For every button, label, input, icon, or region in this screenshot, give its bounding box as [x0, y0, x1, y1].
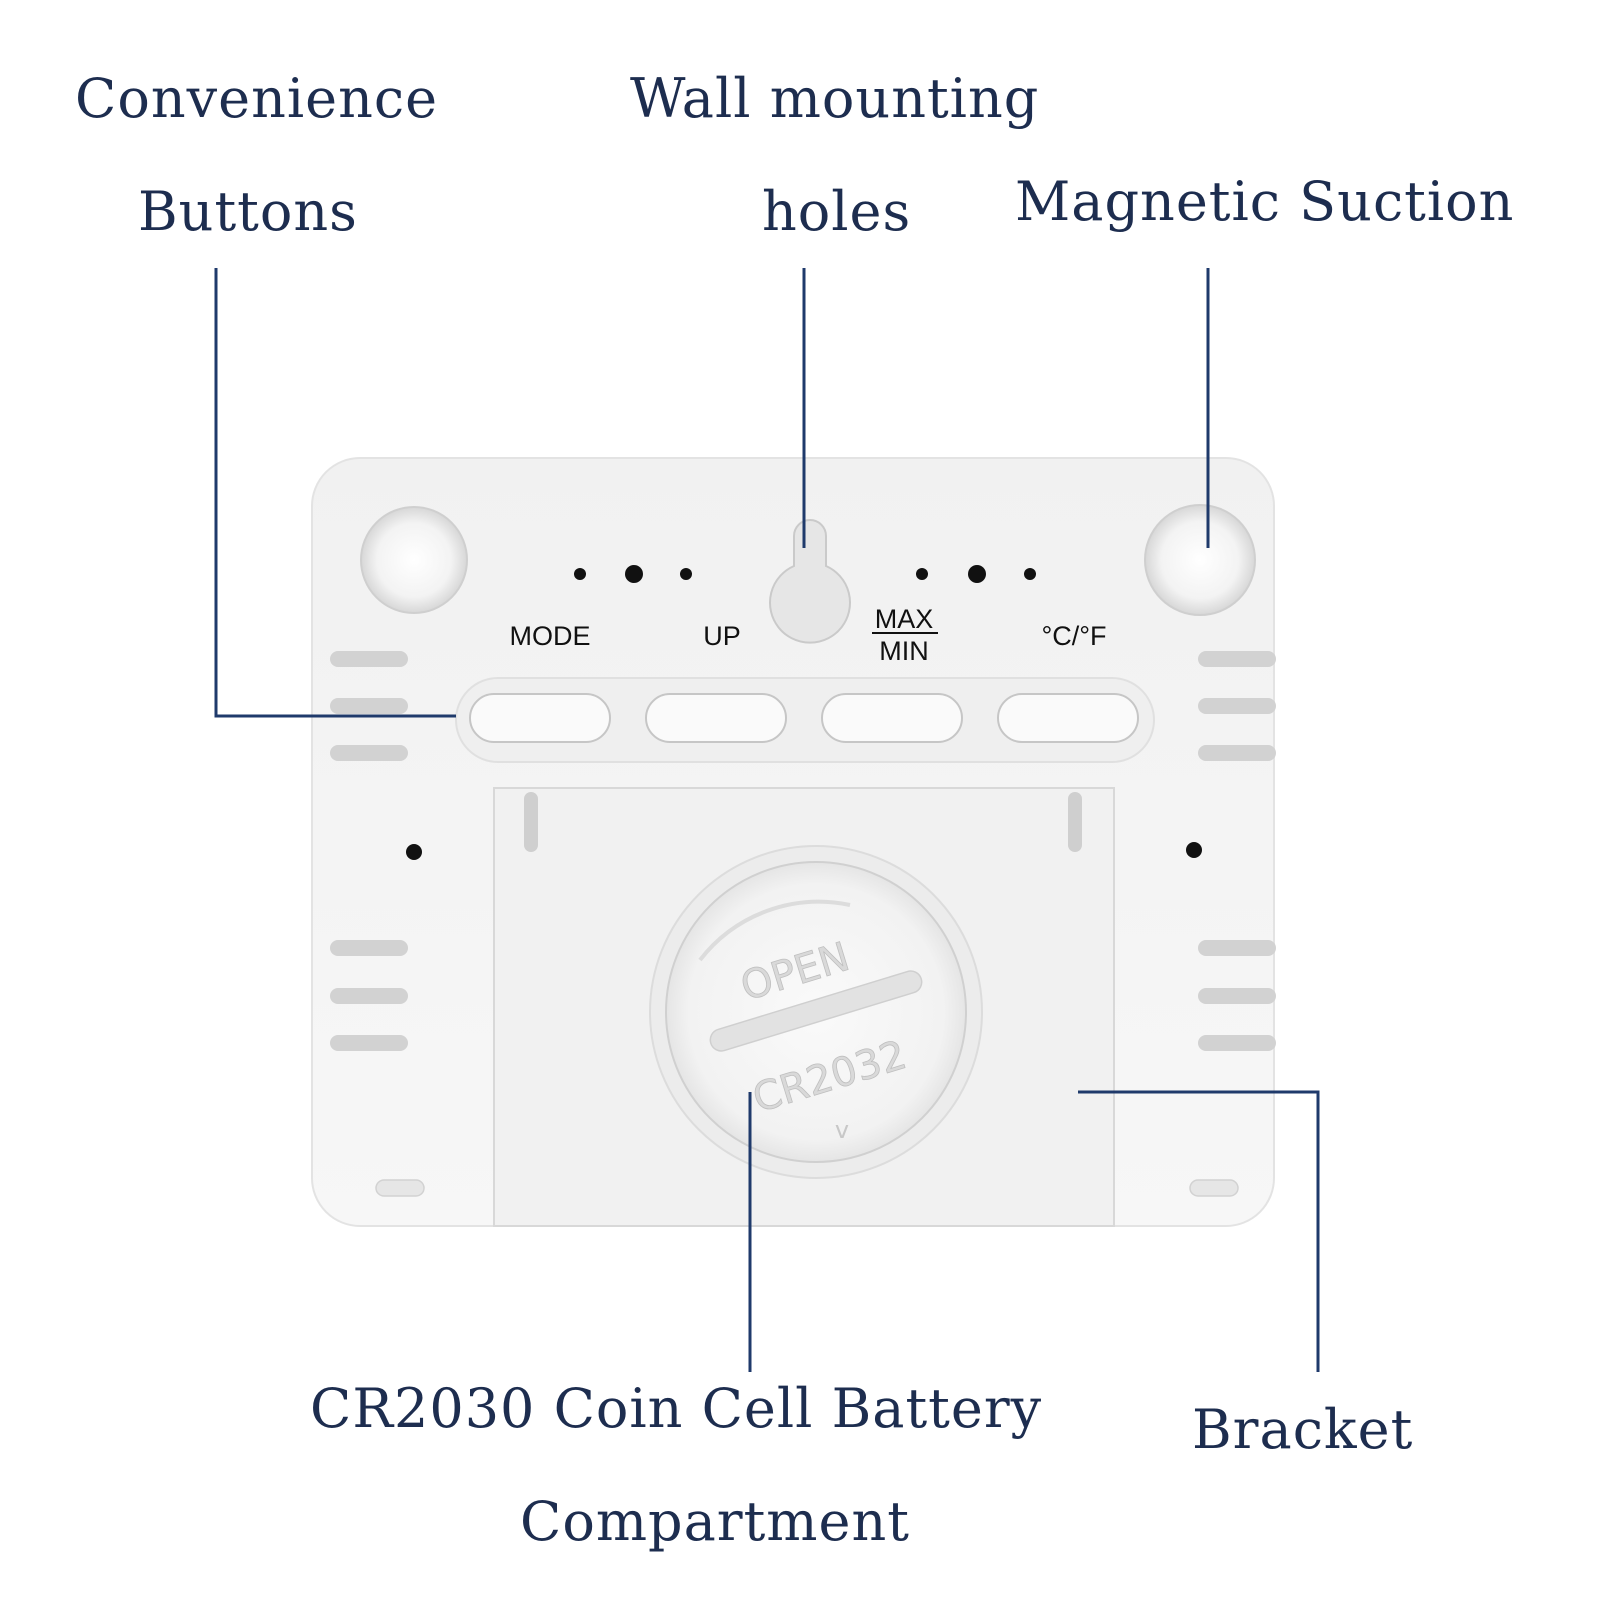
vent-slots-right	[1198, 651, 1276, 1051]
foot-left	[375, 1179, 425, 1197]
battery-cover-slot	[709, 970, 923, 1052]
screw-hole-right	[1186, 842, 1202, 858]
callout-wall-holes-line1: Wall mounting	[630, 67, 1040, 130]
vent-slots-left	[330, 651, 408, 1051]
callout-magnetic-suction: Magnetic Suction	[1015, 170, 1515, 233]
label-mode: MODE	[510, 621, 591, 651]
callout-wall-holes-line2: holes	[762, 180, 912, 243]
callout-battery-line2: Compartment	[520, 1490, 910, 1553]
callout-buttons-line1: Convenience	[75, 67, 439, 130]
leader-lines	[214, 268, 1320, 1372]
button-panel	[455, 677, 1155, 763]
bracket-slot-left	[524, 792, 538, 852]
foot-right	[1189, 1179, 1239, 1197]
callout-battery-line1: CR2030 Coin Cell Battery	[310, 1377, 1043, 1440]
label-max: MAX	[875, 604, 934, 634]
magnet-right	[1144, 504, 1256, 616]
max-min-button[interactable]	[821, 693, 963, 743]
label-up: UP	[703, 621, 741, 651]
wall-mount-keyhole	[769, 519, 851, 644]
up-button[interactable]	[645, 693, 787, 743]
mode-button[interactable]	[469, 693, 611, 743]
battery-cover-arrow-icon: v	[835, 1116, 849, 1144]
indicator-dots-left	[574, 565, 692, 583]
leader-bracket	[1078, 1090, 1320, 1372]
indicator-dots-right	[916, 565, 1036, 583]
screw-hole-left	[406, 844, 422, 860]
leader-buttons	[214, 268, 456, 718]
label-min: MIN	[879, 636, 929, 666]
callout-buttons-line2: Buttons	[138, 180, 358, 243]
callout-bracket: Bracket	[1192, 1398, 1414, 1461]
unit-toggle-button[interactable]	[997, 693, 1139, 743]
label-unit: °C/°F	[1041, 621, 1106, 651]
magnet-left	[360, 506, 468, 614]
bracket-slot-right	[1068, 792, 1082, 852]
battery-cover-arc	[698, 899, 851, 962]
